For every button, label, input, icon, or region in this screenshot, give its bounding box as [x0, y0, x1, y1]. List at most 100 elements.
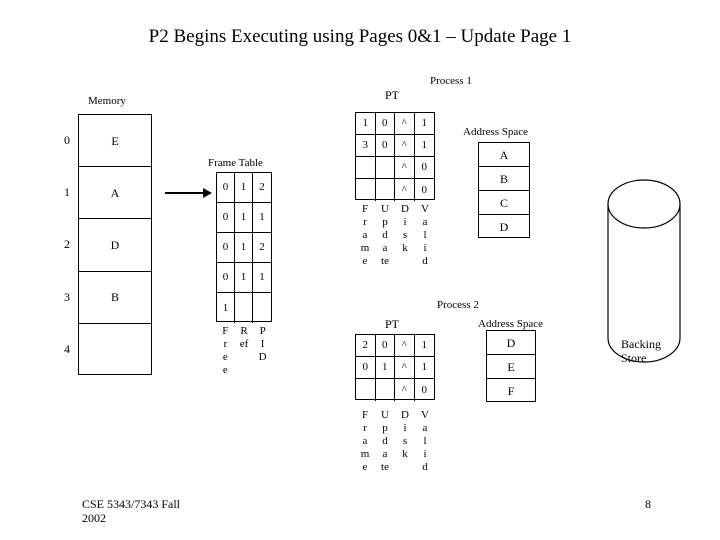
page-table-cell: 1: [356, 113, 376, 134]
page-table-cell: ^: [395, 379, 415, 401]
address-space-cell: D: [499, 220, 509, 234]
caption-letter: F: [361, 409, 369, 421]
backing-store-cylinder-icon: [607, 179, 681, 363]
caption-letter: ef: [239, 338, 249, 350]
caption-letter: s: [402, 229, 408, 241]
caption-letter: e: [222, 351, 228, 363]
page-table-cell: [376, 157, 395, 178]
memory-index-label: 2: [64, 237, 70, 252]
caption-letter: U: [381, 409, 389, 421]
frame-table-cell: 1: [235, 203, 254, 232]
caption-letter: r: [223, 338, 228, 350]
arrow-line-icon: [165, 192, 205, 194]
process1-label: Process 1: [430, 75, 472, 87]
address-space-row: C: [479, 191, 529, 215]
frame-table-cell: 1: [235, 173, 254, 202]
memory-frame-row: [79, 324, 151, 376]
page-table-cell: 0: [376, 135, 395, 156]
page-table-cell: [376, 379, 395, 401]
caption-letter: a: [362, 435, 368, 447]
caption-letter: V: [421, 203, 429, 215]
caption-letter: a: [422, 216, 428, 228]
address-space-row: F: [487, 379, 535, 403]
memory-frame-row: B: [79, 272, 151, 324]
caption-letter: P: [259, 325, 266, 337]
caption-letter: i: [423, 242, 427, 254]
caption-letter: i: [423, 448, 427, 460]
frame-table-cell: 1: [217, 293, 236, 323]
address-space-row: D: [479, 215, 529, 239]
caption-letter: r: [363, 216, 367, 228]
footer-line-1: CSE 5343/7343 Fall: [82, 497, 181, 511]
page-table-cell: ^: [395, 113, 415, 134]
caption-letter: U: [381, 203, 389, 215]
page-table-cell: 0: [376, 335, 395, 356]
caption-letter: m: [360, 448, 370, 460]
address-space-cell: F: [507, 384, 515, 398]
memory-frame-row: D: [79, 219, 151, 272]
memory-frame-cell: A: [110, 185, 120, 200]
page-table-cell: ^: [395, 357, 415, 378]
caption-letter: s: [402, 435, 408, 447]
page-table-cell: 1: [421, 117, 427, 129]
caption-letter: i: [403, 216, 407, 228]
memory-index-label: 3: [64, 289, 70, 304]
frame-table-cell: 1: [259, 271, 265, 283]
caption-letter: a: [422, 422, 428, 434]
page-table-cell: [356, 379, 376, 401]
memory-frame-cell: [79, 324, 151, 376]
caption-letter: V: [421, 409, 429, 421]
memory-frame-cell: B: [110, 290, 119, 305]
page-table-cell: 0: [421, 183, 427, 196]
table-row: ^0: [356, 157, 434, 179]
page-table-cell: [356, 157, 376, 178]
footer-line-2: 2002: [82, 511, 106, 525]
page-title: P2 Begins Executing using Pages 0&1 – Up…: [148, 26, 572, 47]
page-number: 8: [645, 497, 651, 511]
process1-pt-caption: PT: [385, 88, 400, 102]
frame-table-cell: 0: [217, 263, 236, 292]
page-table-cell: 1: [421, 139, 427, 151]
page-table-cell: 1: [421, 361, 427, 373]
caption-letter: l: [423, 435, 427, 447]
page-table-cell: 1: [376, 357, 395, 378]
page-table-cell: 0: [421, 383, 427, 396]
memory-frame-cell: D: [110, 237, 120, 252]
caption-letter: p: [382, 422, 388, 434]
caption-letter: a: [382, 448, 388, 460]
caption-letter: F: [222, 325, 229, 337]
frame-table-cell: 0: [217, 173, 236, 202]
backing-store-label-line2: Store: [621, 351, 647, 365]
page-table-cell: [356, 179, 376, 201]
process1-address-space-caption: Address Space: [463, 126, 529, 138]
caption-letter: d: [382, 229, 388, 241]
caption-letter: R: [240, 325, 248, 337]
caption-letter: F: [361, 203, 369, 215]
process2-pt-caption: PT: [385, 317, 400, 331]
caption-letter: p: [382, 216, 388, 228]
address-space-row: E: [487, 355, 535, 379]
address-space-cell: C: [499, 195, 508, 210]
address-space-cell: A: [499, 147, 509, 162]
process2-address-space-caption: Address Space: [478, 318, 544, 330]
caption-letter: r: [363, 422, 367, 434]
page-table-cell: ^: [395, 335, 415, 356]
address-space-row: A: [479, 143, 529, 167]
